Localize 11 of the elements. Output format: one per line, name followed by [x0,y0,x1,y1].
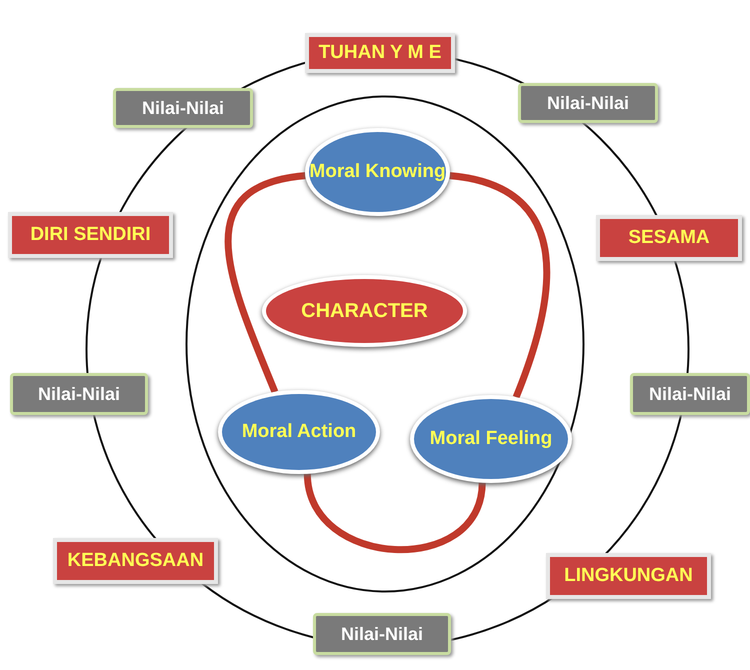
value-label: Nilai-Nilai [518,83,658,123]
value-label: Nilai-Nilai [10,373,148,415]
value-label: Nilai-Nilai [630,373,750,415]
category-label: KEBANGSAAN [53,538,218,584]
value-label: Nilai-Nilai [113,88,253,128]
category-label: DIRI SENDIRI [8,212,173,258]
category-label: LINGKUNGAN [546,553,711,599]
curved-connector [304,473,486,553]
value-label: Nilai-Nilai [313,613,451,655]
category-label: TUHAN Y M E [305,33,455,73]
category-label: SESAMA [596,215,742,261]
